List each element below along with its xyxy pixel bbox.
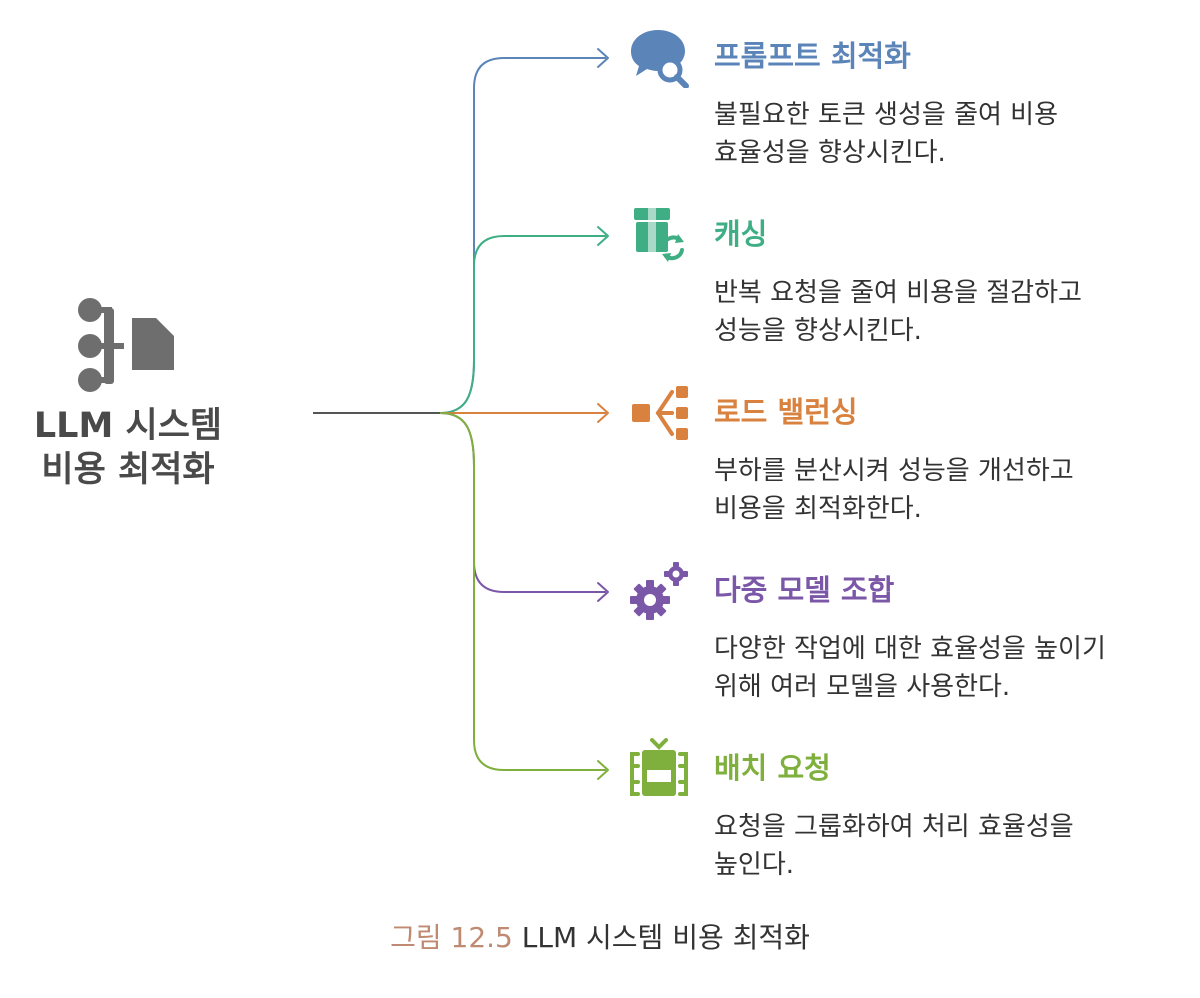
speech-bubble-search-icon: [631, 30, 689, 88]
branch-desc-line: 다양한 작업에 대한 효율성을 높이기: [714, 634, 1106, 664]
load-distribution-icon: [632, 386, 688, 440]
batch-container-icon: [630, 738, 688, 796]
branch-title-caching: 캐싱: [714, 217, 768, 251]
root-title-line-2: 비용 최적화: [41, 450, 215, 490]
root-title: LLM 시스템 비용 최적화: [0, 404, 256, 492]
branch-arrow-batch-request: [597, 760, 609, 780]
branch-desc-line: 반복 요청을 줄여 비용을 절감하고: [714, 278, 1082, 308]
branch-desc-batch-request: 요청을 그룹화하여 처리 효율성을 높인다.: [714, 808, 1074, 884]
branch-desc-line: 요청을 그룹화하여 처리 효율성을: [714, 812, 1074, 842]
branch-desc-caching: 반복 요청을 줄여 비용을 절감하고 성능을 향상시킨다.: [714, 274, 1082, 350]
branch-desc-line: 성능을 향상시킨다.: [714, 316, 922, 346]
branch-title-load-balancing: 로드 밸런싱: [714, 395, 858, 429]
branch-desc-line: 부하를 분산시켜 성능을 개선하고: [714, 456, 1074, 486]
figure-caption-label: 그림 12.5: [390, 921, 513, 954]
branch-desc-prompt-optimization: 불필요한 토큰 생성을 줄여 비용 효율성을 향상시킨다.: [714, 96, 1058, 172]
gears-icon: [630, 562, 688, 620]
branch-desc-line: 위해 여러 모델을 사용한다.: [714, 672, 1011, 702]
branch-desc-line: 효율성을 향상시킨다.: [714, 138, 946, 168]
branch-title-batch-request: 배치 요청: [714, 751, 831, 785]
branch-arrow-multi-model: [597, 582, 609, 602]
branch-connector-batch-request: [439, 412, 606, 771]
branch-arrow-load-balancing: [597, 403, 609, 423]
branch-desc-line: 불필요한 토큰 생성을 줄여 비용: [714, 100, 1059, 130]
branch-title-multi-model: 다중 모델 조합: [714, 573, 895, 607]
branch-connector-caching: [439, 235, 606, 414]
branch-desc-line: 높인다.: [714, 850, 795, 880]
branch-desc-line: 비용을 최적화한다.: [714, 494, 922, 524]
branch-desc-multi-model: 다양한 작업에 대한 효율성을 높이기 위해 여러 모델을 사용한다.: [714, 630, 1106, 706]
branch-arrow-prompt-optimization: [597, 48, 609, 68]
branch-arrow-caching: [597, 226, 609, 246]
figure-caption: 그림 12.5 LLM 시스템 비용 최적화: [0, 918, 1200, 958]
root-title-line-1: LLM 시스템: [33, 406, 223, 446]
branch-title-prompt-optimization: 프롬프트 최적화: [714, 39, 911, 73]
branch-connector-multi-model: [439, 412, 606, 593]
box-recycle-icon: [634, 208, 684, 262]
branch-desc-load-balancing: 부하를 분산시켜 성능을 개선하고 비용을 최적화한다.: [714, 452, 1074, 528]
workflow-document-icon: [78, 298, 174, 392]
figure-caption-text: LLM 시스템 비용 최적화: [512, 921, 810, 954]
